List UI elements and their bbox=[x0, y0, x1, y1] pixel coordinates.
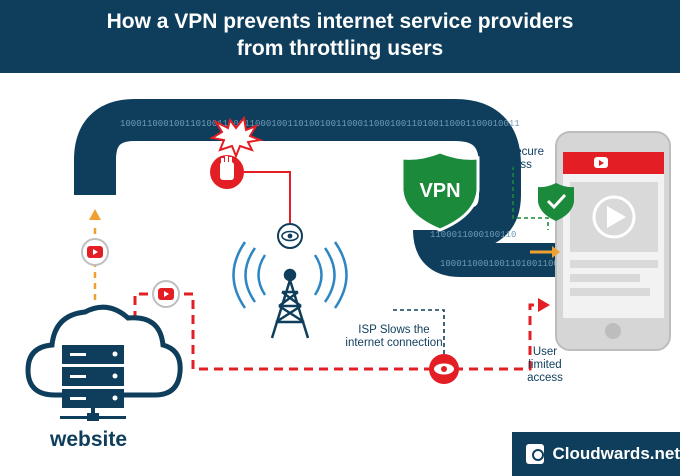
orange-arrowhead bbox=[89, 209, 101, 220]
video-icon-lower bbox=[152, 280, 180, 308]
eye-icon-isp bbox=[277, 223, 303, 249]
vpn-shield-icon: VPN bbox=[400, 150, 480, 232]
user-limited-access-label: User limited access bbox=[516, 346, 574, 385]
vpn-tunnel: 1000110001001101001100011000100110100100… bbox=[74, 99, 618, 277]
eye-icon-throttle bbox=[429, 354, 459, 384]
user-secure-access-label: user secure access bbox=[476, 146, 552, 172]
diagram-canvas: 1000110001001101001100011000100110100100… bbox=[25, 99, 671, 421]
red-arrowhead bbox=[538, 298, 550, 312]
video-icon-upper bbox=[81, 238, 109, 266]
header-banner: How a VPN prevents internet service prov… bbox=[0, 0, 680, 73]
brand-name: Cloudwards.net bbox=[552, 444, 680, 463]
server-icon bbox=[60, 345, 126, 421]
user-secure-line-2: access bbox=[496, 159, 532, 171]
page-title: How a VPN prevents internet service prov… bbox=[0, 0, 680, 62]
secure-check-icon bbox=[538, 183, 574, 221]
user-limited-line-3: access bbox=[527, 372, 563, 384]
explosion-icon bbox=[209, 115, 264, 159]
user-limited-line-1: User bbox=[532, 346, 558, 358]
red-dashed-path bbox=[133, 292, 545, 371]
isp-slows-line-1: ISP Slows the bbox=[358, 324, 430, 336]
user-limited-line-2: limited bbox=[528, 359, 562, 371]
secure-arrowhead bbox=[552, 246, 560, 258]
cell-tower-icon bbox=[232, 241, 348, 339]
red-connector-line bbox=[244, 171, 291, 228]
binary-stream-mid: 1100011000100110 bbox=[430, 230, 516, 240]
smartphone bbox=[555, 131, 671, 351]
user-secure-line-1: user secure bbox=[483, 146, 545, 158]
cloudwards-logo-icon bbox=[526, 444, 545, 464]
title-line-2: from throttling users bbox=[236, 37, 444, 60]
secure-dashed-line bbox=[512, 166, 549, 230]
stop-hand-icon bbox=[210, 155, 244, 189]
brand-badge[interactable]: Cloudwards.net bbox=[512, 432, 680, 476]
binary-stream-top: 1000110001001101001100011000100110100100… bbox=[120, 119, 520, 129]
isp-dashed-line bbox=[392, 309, 445, 354]
website-label: website bbox=[50, 428, 128, 451]
vpn-label: VPN bbox=[419, 180, 460, 202]
title-line-1: How a VPN prevents internet service prov… bbox=[106, 10, 574, 33]
isp-slows-label: ISP Slows the internet connection bbox=[330, 324, 458, 350]
binary-stream-bottom: 100011000100110100110001100010011 bbox=[440, 259, 618, 269]
isp-slows-line-2: internet connection bbox=[345, 337, 443, 349]
